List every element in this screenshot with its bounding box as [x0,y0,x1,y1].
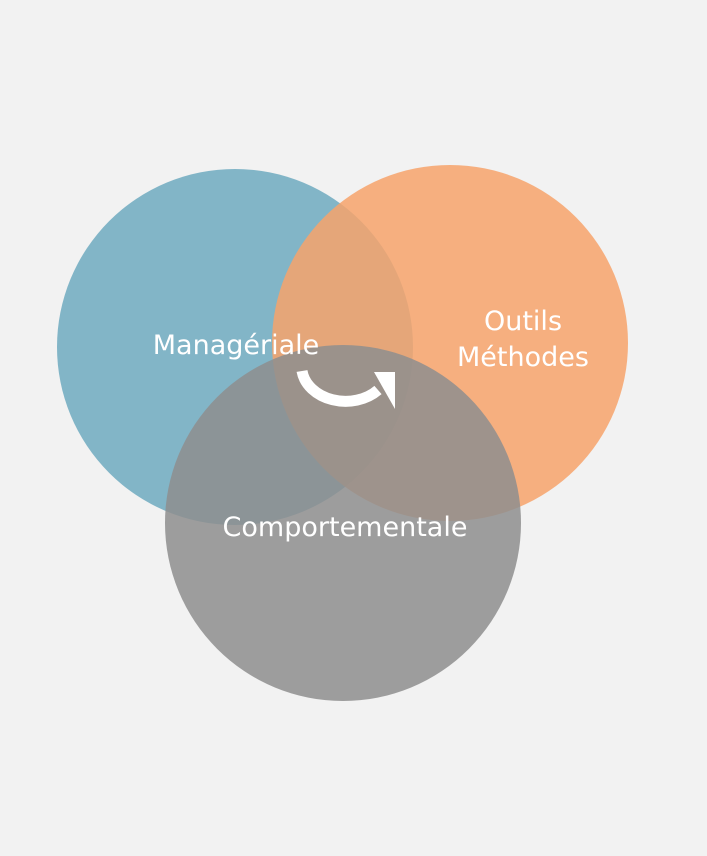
circular-arrow-icon [296,369,395,409]
label-outils: Outils [484,306,562,337]
circle-comportementale [165,345,521,701]
label-comportementale: Comportementale [223,512,468,543]
label-manageriale: Managériale [153,330,320,361]
label-methodes: Méthodes [457,342,589,373]
